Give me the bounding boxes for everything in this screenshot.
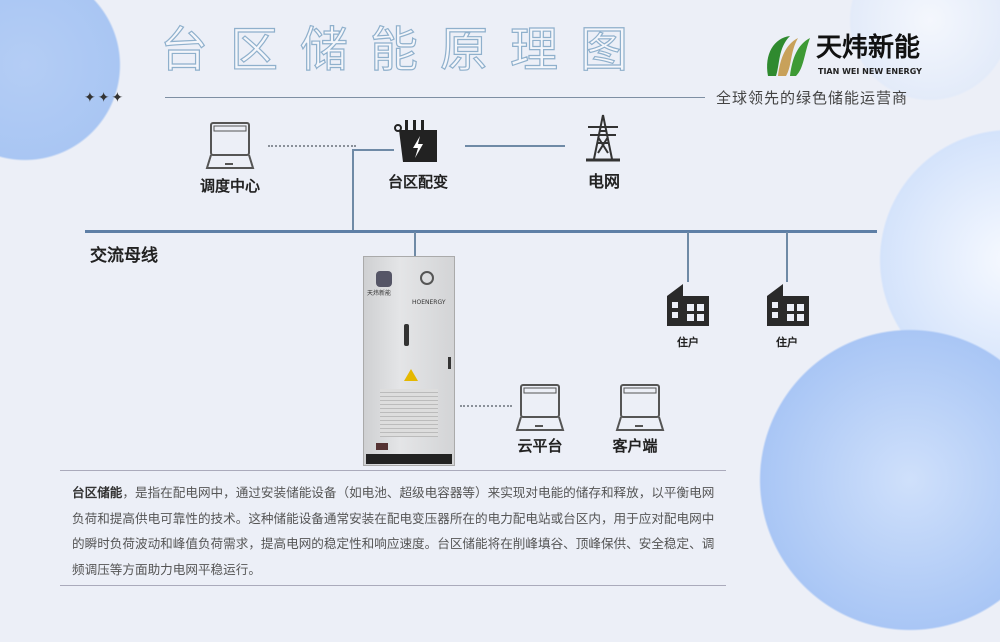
dotted-link — [460, 405, 512, 407]
description-top-divider — [60, 470, 726, 471]
page-title: 台区储能原理图 — [159, 21, 651, 78]
ac-bus-line — [85, 230, 877, 233]
logo-english: TIAN WEI NEW ENERGY — [818, 67, 922, 76]
description-text: 台区储能，是指在配电网中，通过安装储能设备（如电池、超级电容器等）来实现对电能的… — [72, 480, 722, 582]
cabinet-brand-icon — [376, 271, 392, 287]
cabinet-nameplate — [376, 443, 388, 450]
cabinet-handle — [448, 357, 451, 369]
cabinet-base — [366, 454, 452, 464]
description-body: ，是指在配电网中，通过安装储能设备（如电池、超级电容器等）来实现对电能的储存和释… — [72, 485, 715, 577]
title-divider — [165, 97, 705, 98]
connector-line — [465, 145, 565, 147]
cabinet-display — [404, 324, 409, 346]
laptop-icon — [615, 382, 667, 438]
dotted-link — [268, 145, 356, 147]
client-label: 客户端 — [612, 437, 658, 455]
power-tower-icon — [584, 113, 622, 167]
laptop-icon — [515, 382, 567, 438]
description-term: 台区储能 — [72, 485, 123, 500]
cloud-platform-label: 云平台 — [517, 437, 563, 455]
laptop-icon — [205, 120, 257, 176]
slogan: 全球领先的绿色储能运营商 — [716, 89, 909, 107]
connector-line — [352, 149, 394, 151]
grid-label: 电网 — [587, 172, 620, 191]
dispatch-center-label: 调度中心 — [199, 177, 260, 195]
stars-decor: ✦✦✦ — [84, 90, 126, 106]
connector-line — [414, 232, 416, 256]
ac-bus-label: 交流母线 — [90, 246, 158, 266]
cabinet-brand: 天炜新能 — [367, 290, 392, 297]
cabinet-ring-icon — [420, 271, 434, 285]
resident-label: 住户 — [677, 336, 699, 349]
cabinet-label-plate — [380, 389, 438, 437]
warning-icon — [404, 369, 418, 381]
connector-line — [352, 149, 354, 231]
connector-line — [786, 232, 788, 282]
logo-icon — [764, 34, 810, 78]
logo-name: 天炜新能 — [816, 33, 921, 63]
transformer-icon — [393, 118, 441, 170]
transformer-label: 台区配变 — [387, 173, 448, 191]
connector-line — [687, 232, 689, 282]
building-icon — [765, 282, 811, 330]
building-icon — [665, 282, 711, 330]
description-bottom-divider — [60, 585, 726, 586]
storage-cabinet: 天炜新能 HOENERGY — [363, 256, 455, 466]
cabinet-brand-2: HOENERGY — [412, 299, 446, 306]
resident-label: 住户 — [776, 336, 798, 349]
